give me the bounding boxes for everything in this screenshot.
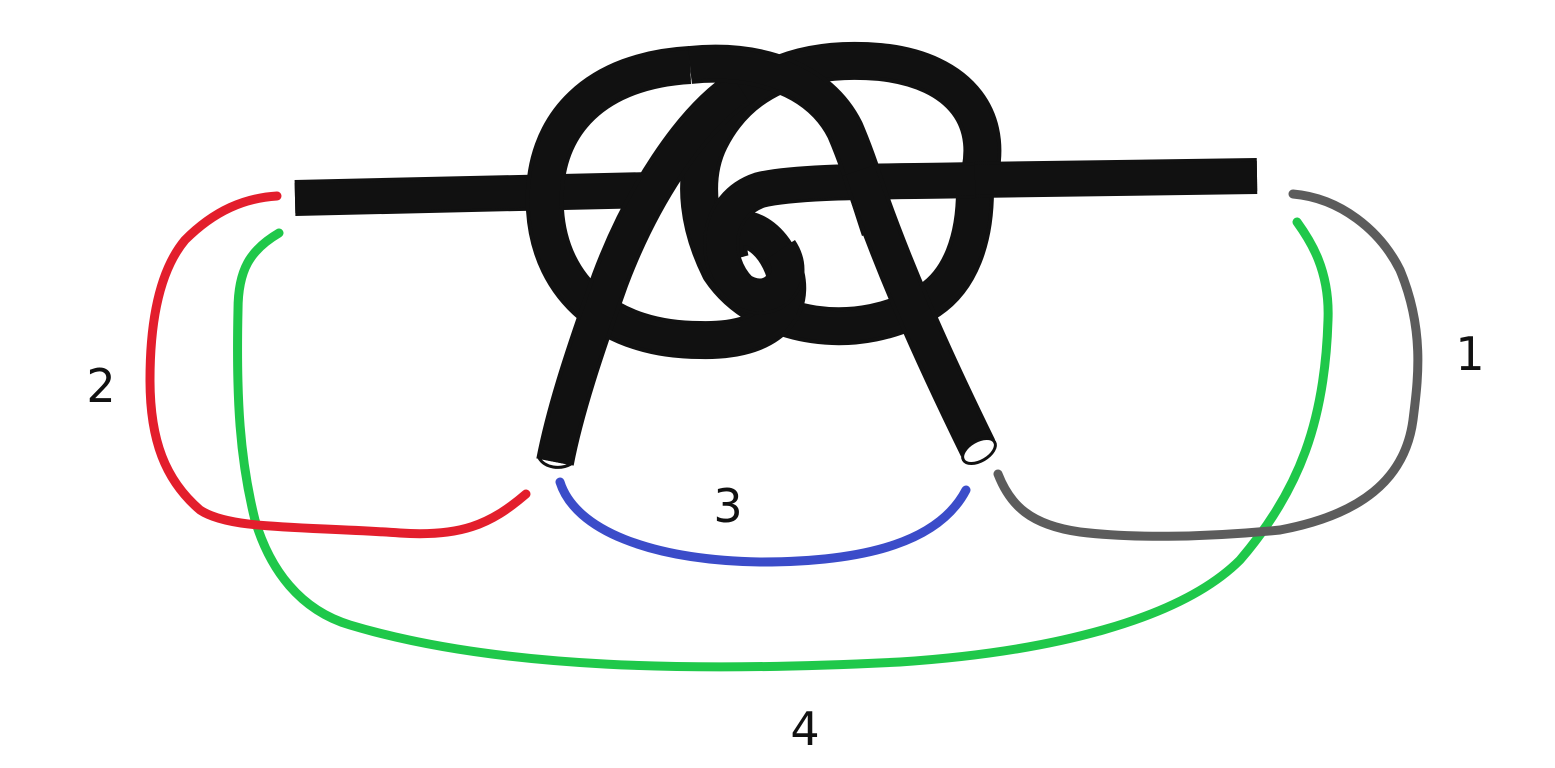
white-rope-working-end (841, 163, 996, 457)
label-3: 3 (713, 479, 742, 533)
gray-rope-cut-end (537, 457, 572, 469)
connector-2-red (145, 191, 531, 539)
label-4: 4 (790, 702, 819, 756)
label-2: 2 (86, 359, 115, 413)
white-rope-standing-part (294, 172, 651, 216)
label-1: 1 (1455, 327, 1484, 381)
white-rope-cut-end (961, 437, 997, 465)
gray-rope-standing-part (974, 158, 1258, 198)
connector-4-green (233, 217, 1333, 672)
connector-3-blue (555, 477, 971, 567)
white-rope-loop (525, 46, 807, 360)
connector-1-gray (993, 189, 1423, 541)
gray-rope-working-end (536, 72, 751, 466)
